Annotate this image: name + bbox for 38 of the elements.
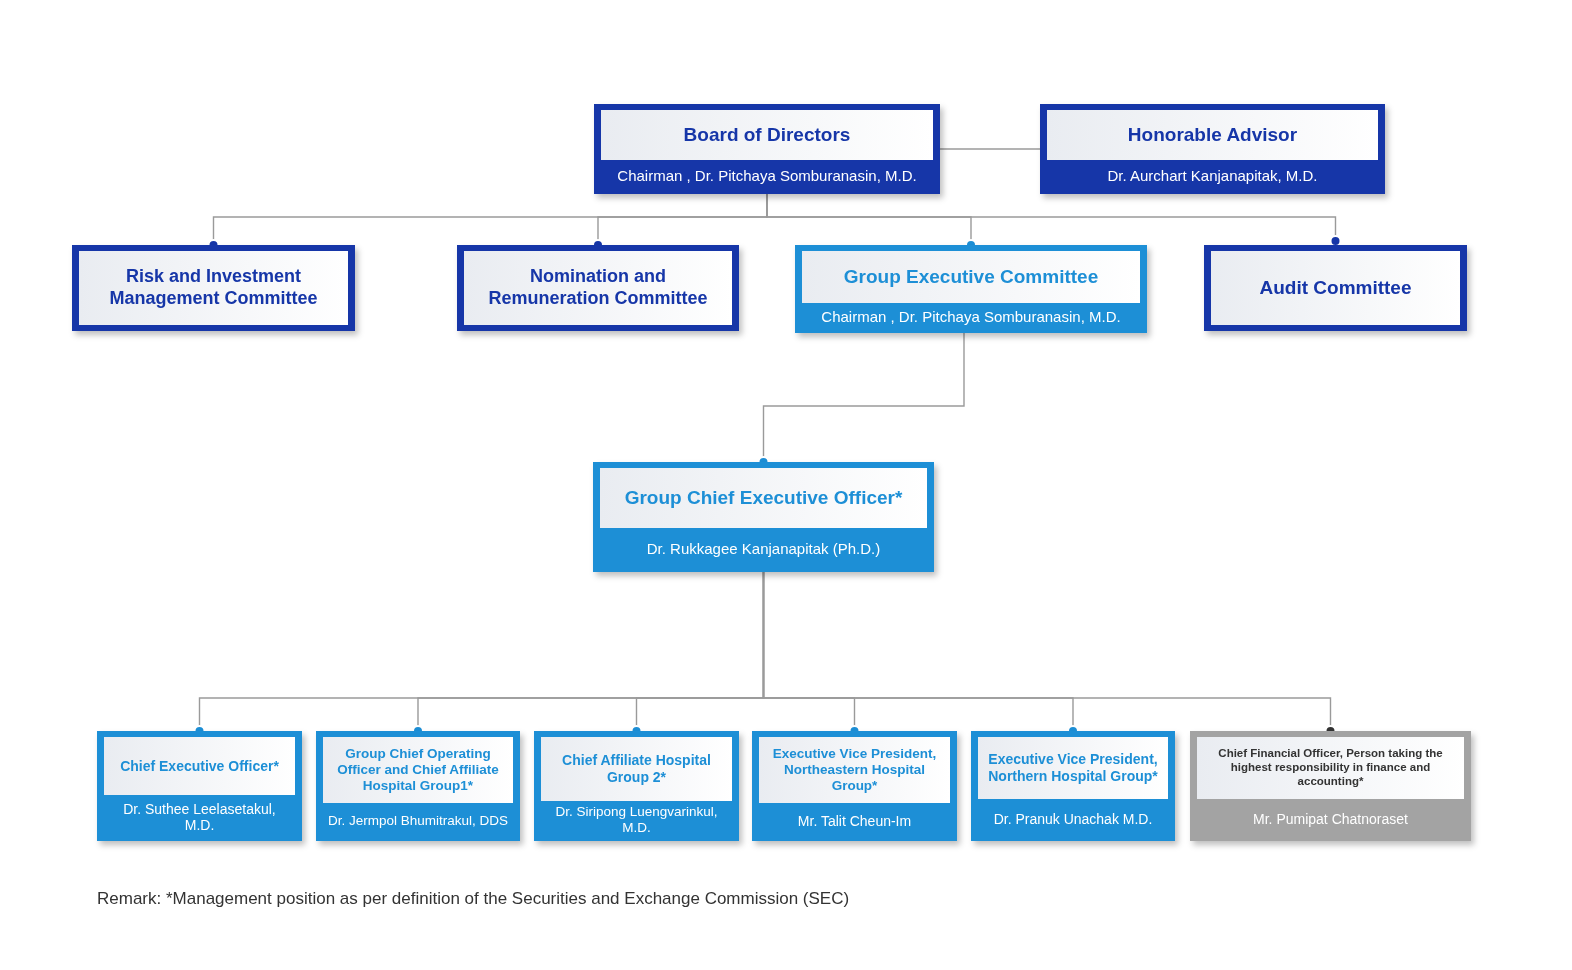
person-name: Dr. Jermpol Bhumitrakul, DDS (327, 813, 509, 829)
person-name: Dr. Aurchart Kanjanapitak, M.D. (1107, 167, 1318, 185)
org-box (594, 104, 940, 194)
org-box (316, 731, 520, 841)
person-name: Dr. Suthee Leelasetakul, M.D. (122, 800, 277, 834)
org-box (752, 731, 957, 841)
position-title: Group Chief Executive Officer* (600, 468, 927, 528)
org-box (97, 731, 302, 841)
person-name: Mr. Talit Cheun-Im (797, 812, 912, 830)
org-box (593, 462, 934, 572)
person-name: Dr. Rukkagee Kanjanapitak (Ph.D.) (646, 540, 881, 558)
position-title: Chief Executive Officer* (104, 737, 295, 795)
org-box (1204, 245, 1467, 331)
connector-line (939, 148, 1041, 150)
position-title: Honorable Advisor (1047, 110, 1378, 160)
position-title: Chief Affiliate Hospital Group 2* (541, 737, 732, 801)
position-title: Nomination and Remuneration Committee (464, 251, 732, 325)
remark-note: Remark: *Management position as per definition of the Securities and Exchange Commission (SEC) (97, 889, 850, 909)
position-title: Executive Vice President, Northeastern Hospital Group* (759, 737, 950, 803)
org-box (971, 731, 1175, 841)
person-name: Dr. Pranuk Unachak M.D. (993, 810, 1153, 828)
person-name: Dr. Siripong Luengvarinkul, M.D. (554, 804, 719, 836)
person-name: Mr. Pumipat Chatnoraset (1253, 810, 1408, 828)
position-title: Risk and Investment Management Committee (79, 251, 348, 325)
position-title: Board of Directors (601, 110, 933, 160)
org-box (795, 245, 1147, 333)
org-box (457, 245, 739, 331)
position-title: Chief Financial Officer, Person taking the highest responsibility in finance and accounting* (1197, 737, 1464, 799)
position-title: Group Executive Committee (802, 251, 1140, 303)
org-box (72, 245, 355, 331)
position-title: Executive Vice President, Northern Hospital Group* (978, 737, 1168, 799)
person-name: Chairman , Dr. Pitchaya Somburanasin, M.D. (617, 167, 917, 185)
position-title: Audit Committee (1211, 251, 1460, 325)
position-title: Group Chief Operating Officer and Chief Affiliate Hospital Group1* (323, 737, 513, 803)
org-box (1190, 731, 1471, 841)
org-box (1040, 104, 1385, 194)
org-box (534, 731, 739, 841)
person-name: Chairman , Dr. Pitchaya Somburanasin, M.D. (821, 308, 1121, 326)
